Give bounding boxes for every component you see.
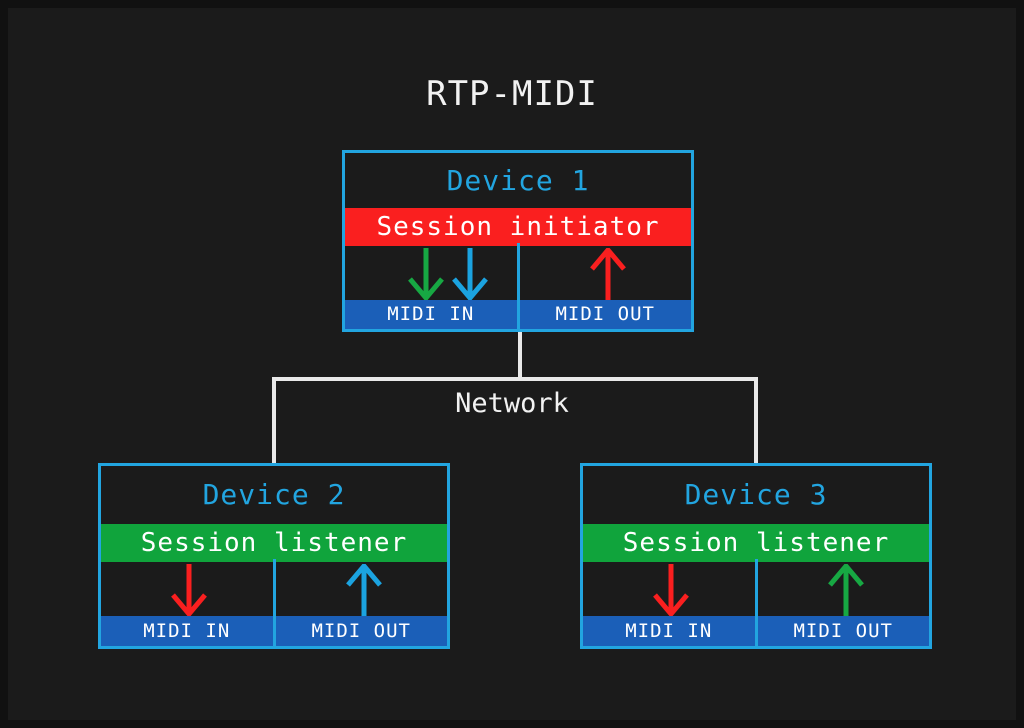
network-stem-line	[518, 330, 522, 378]
port-label-midi-out-1: MIDI OUT	[519, 300, 691, 329]
port-label-midi-out-2: MIDI OUT	[275, 616, 447, 646]
port-label-midi-in-1: MIDI IN	[345, 300, 517, 329]
device-role-band-1: Session initiator	[345, 208, 691, 246]
arrow-up-blue	[342, 564, 386, 616]
device-box-1[interactable]: Device 1 Session initiator MIDI IN MIDI …	[342, 150, 694, 332]
port-label-midi-out-3: MIDI OUT	[757, 616, 929, 646]
port-midi-in-3[interactable]: MIDI IN	[583, 559, 755, 646]
port-midi-out-2[interactable]: MIDI OUT	[272, 559, 447, 646]
device-role-band-3: Session listener	[583, 524, 929, 562]
port-midi-out-3[interactable]: MIDI OUT	[754, 559, 929, 646]
arrow-up-red	[586, 248, 630, 300]
network-bus-line	[272, 377, 758, 381]
network-drop-left-line	[272, 377, 276, 466]
device-ports-2: MIDI IN MIDI OUT	[101, 559, 447, 646]
page-title: RTP-MIDI	[426, 74, 598, 114]
port-label-midi-in-3: MIDI IN	[583, 616, 755, 646]
network-label: Network	[455, 388, 569, 419]
arrow-down-green	[404, 248, 448, 300]
device-title-3: Device 3	[684, 478, 828, 511]
device-title-1: Device 1	[446, 164, 590, 197]
port-midi-in-2[interactable]: MIDI IN	[101, 559, 273, 646]
arrow-down-red	[649, 564, 693, 616]
arrow-up-green	[824, 564, 868, 616]
diagram-canvas: RTP-MIDI Network Device 1 Session initia…	[8, 8, 1016, 720]
port-midi-out-1[interactable]: MIDI OUT	[516, 243, 691, 329]
port-label-midi-in-2: MIDI IN	[101, 616, 273, 646]
device-role-band-2: Session listener	[101, 524, 447, 562]
arrow-down-red	[167, 564, 211, 616]
network-drop-right-line	[754, 377, 758, 466]
device-box-2[interactable]: Device 2 Session listener MIDI IN MIDI O…	[98, 463, 450, 649]
device-box-3[interactable]: Device 3 Session listener MIDI IN MIDI O…	[580, 463, 932, 649]
arrow-down-blue	[448, 248, 492, 300]
port-midi-in-1[interactable]: MIDI IN	[345, 243, 517, 329]
device-ports-3: MIDI IN MIDI OUT	[583, 559, 929, 646]
device-ports-1: MIDI IN MIDI OUT	[345, 243, 691, 329]
device-title-2: Device 2	[202, 478, 346, 511]
